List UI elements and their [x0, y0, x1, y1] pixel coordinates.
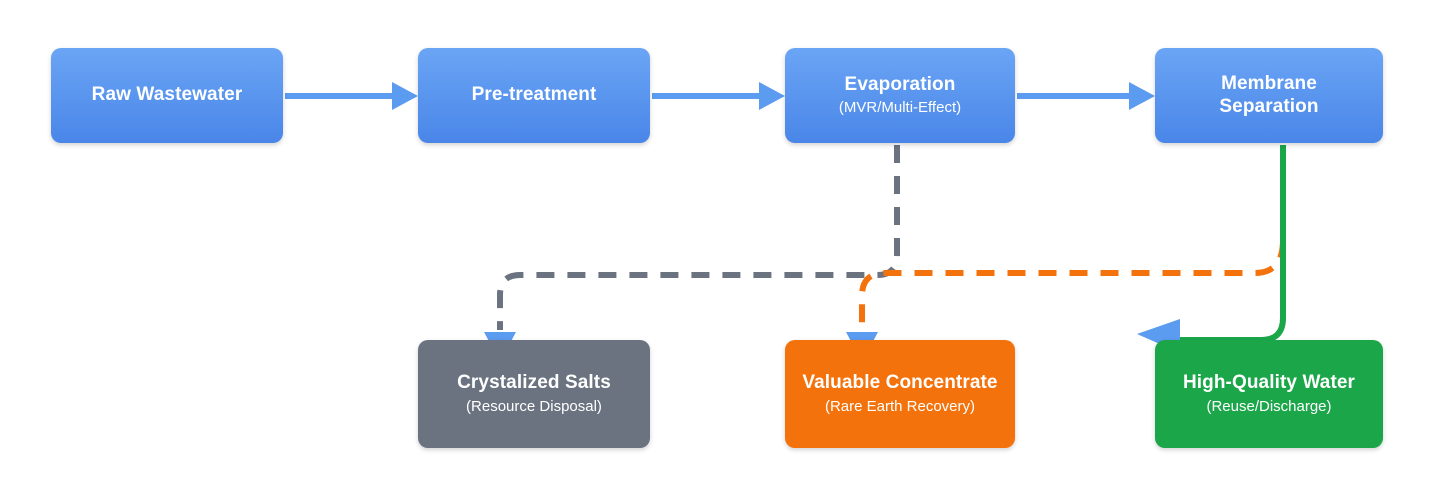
node-title: Raw Wastewater — [91, 84, 243, 106]
edge-raw-to-pretreatment — [285, 82, 418, 110]
node-title: Evaporation — [844, 73, 956, 95]
node-title: Pre-treatment — [471, 84, 597, 106]
edge-evaporation-to-crystalized-salts — [484, 145, 900, 362]
node-subtitle: (MVR/Multi-Effect) — [838, 99, 962, 117]
node-title: Membrane Separation — [1219, 73, 1319, 117]
node-subtitle: (Reuse/Discharge) — [1206, 397, 1332, 415]
node-evaporation[interactable]: Evaporation (MVR/Multi-Effect) — [785, 48, 1015, 143]
node-subtitle: (Rare Earth Recovery) — [824, 397, 976, 415]
node-crystalized-salts[interactable]: Crystalized Salts (Resource Disposal) — [418, 340, 650, 448]
node-membrane-separation[interactable]: Membrane Separation — [1155, 48, 1383, 143]
node-title: Valuable Concentrate — [802, 372, 998, 394]
node-high-quality-water[interactable]: High-Quality Water (Reuse/Discharge) — [1155, 340, 1383, 448]
node-valuable-concentrate[interactable]: Valuable Concentrate (Rare Earth Recover… — [785, 340, 1015, 448]
node-pre-treatment[interactable]: Pre-treatment — [418, 48, 650, 143]
edge-pretreatment-to-evaporation — [652, 82, 785, 110]
edge-membrane-to-high-quality-water — [1137, 145, 1286, 353]
node-title: Crystalized Salts — [457, 372, 611, 394]
node-title: High-Quality Water — [1182, 372, 1356, 394]
node-raw-wastewater[interactable]: Raw Wastewater — [51, 48, 283, 143]
node-subtitle: (Resource Disposal) — [466, 397, 602, 415]
edge-evaporation-to-membrane — [1017, 82, 1155, 110]
